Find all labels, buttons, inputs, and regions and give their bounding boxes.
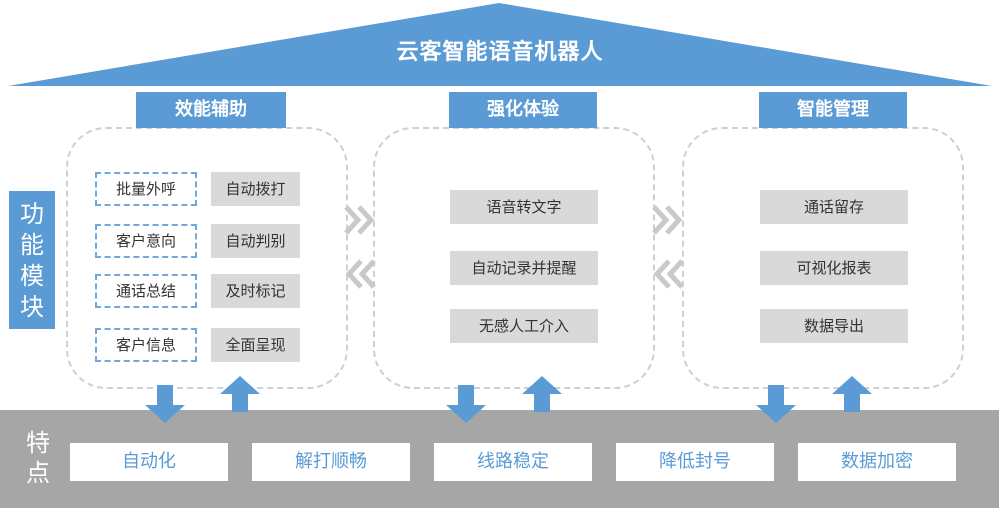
module-title-management: 智能管理 — [759, 92, 907, 128]
arrow-up-icon — [220, 376, 260, 412]
arrow-down-icon — [446, 385, 486, 423]
chevron-left-icon — [653, 259, 684, 289]
panel-management — [682, 127, 964, 389]
feature-item: 线路稳定 — [434, 443, 592, 481]
panel-experience — [373, 127, 655, 389]
efficiency-item: 全面呈现 — [211, 328, 300, 362]
chevron-left-icon — [345, 259, 376, 289]
arrow-up-icon — [522, 376, 562, 412]
efficiency-item: 批量外呼 — [95, 172, 197, 206]
arrow-down-icon — [756, 385, 796, 423]
efficiency-item: 客户信息 — [95, 328, 197, 362]
side-label-char: 功 — [20, 200, 44, 228]
efficiency-item: 客户意向 — [95, 224, 197, 258]
chevron-right-icon — [344, 205, 375, 235]
management-item: 可视化报表 — [760, 251, 908, 285]
feature-item: 数据加密 — [798, 443, 956, 481]
efficiency-item: 及时标记 — [211, 274, 300, 308]
side-label-char: 模 — [20, 262, 44, 290]
efficiency-item: 自动拨打 — [211, 172, 300, 206]
efficiency-item: 自动判别 — [211, 224, 300, 258]
efficiency-item: 通话总结 — [95, 274, 197, 308]
module-title-experience: 强化体验 — [449, 92, 597, 128]
module-title-efficiency: 效能辅助 — [136, 92, 286, 128]
features-label-char: 特 — [26, 429, 50, 457]
management-item: 数据导出 — [760, 309, 908, 343]
feature-item: 降低封号 — [616, 443, 774, 481]
side-label-char: 能 — [20, 231, 44, 259]
chevron-right-icon — [652, 205, 683, 235]
roof-banner — [8, 3, 992, 86]
panel-efficiency — [66, 127, 348, 389]
experience-item: 语音转文字 — [450, 190, 598, 224]
feature-item: 自动化 — [70, 443, 228, 481]
diagram-title: 云客智能语音机器人 — [396, 40, 604, 65]
features-label-char: 点 — [26, 459, 50, 487]
feature-item: 解打顺畅 — [252, 443, 410, 481]
experience-item: 自动记录并提醒 — [450, 251, 598, 285]
side-label-char: 块 — [20, 293, 44, 321]
management-item: 通话留存 — [760, 190, 908, 224]
arrow-down-icon — [145, 385, 185, 423]
experience-item: 无感人工介入 — [450, 309, 598, 343]
features-label: 特 点 — [18, 428, 58, 488]
function-modules-label: 功 能 模 块 — [9, 191, 55, 329]
arrow-up-icon — [832, 376, 872, 412]
